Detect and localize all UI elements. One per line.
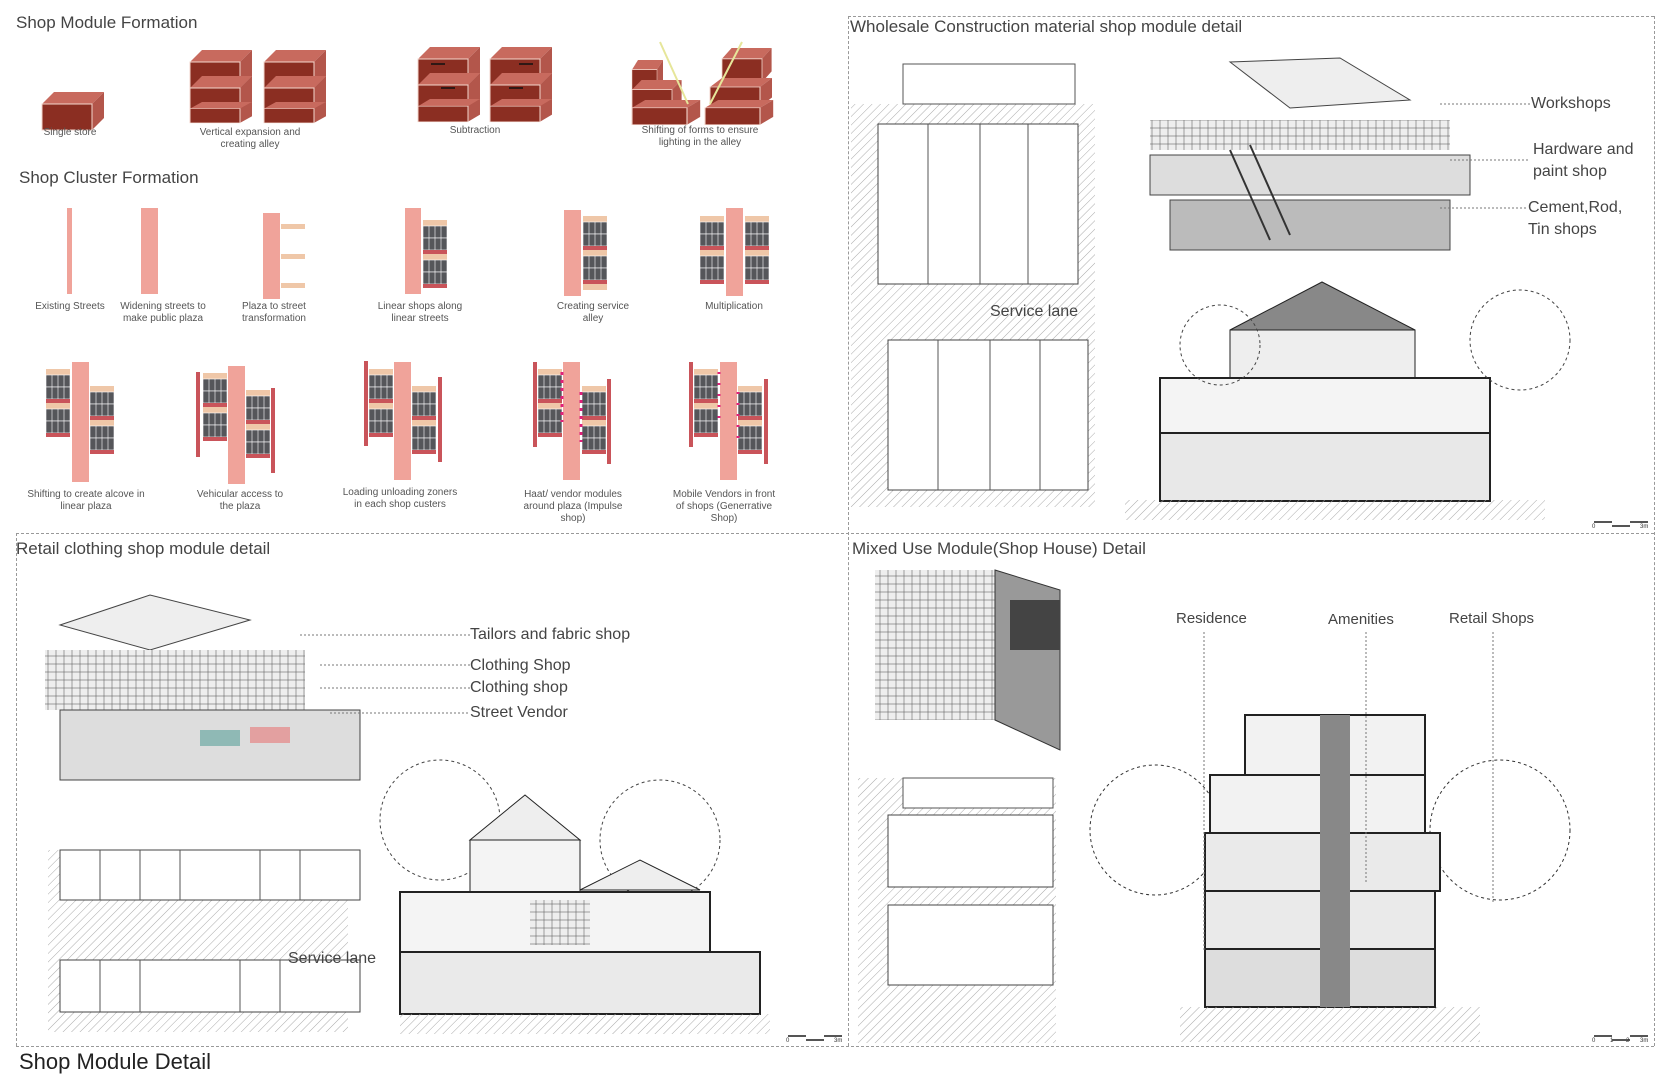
label-clothing-shop-1: Clothing Shop [470,657,571,674]
module-formation-drawings [41,41,774,131]
wholesale-service-lane-label: Service lane [990,303,1079,320]
mixed-section [1089,632,1571,1042]
caption-multiplication: Multiplication [705,301,763,312]
sheet-title: Shop Module Detail [19,1049,212,1074]
caption-widening-streets: Widening streets to make public plaza [120,301,206,324]
frame-bottom [16,1046,1654,1047]
vertical-expansion-blocks [189,49,327,124]
scale-mark: 3m [1640,1038,1649,1044]
caption-loading-zones: Loading unloading zoners in each shop cu… [342,487,458,510]
caption-vertical-expansion: Vertical expansion and creating alley [199,127,301,150]
retail-drawings [45,594,770,1034]
caption-alcove: Shifting to create alcove in linear plaz… [27,489,145,512]
wholesale-section [1125,281,1571,520]
label-street-vendor: Street Vendor [470,704,568,721]
label-clothing-shop-2: Clothing shop [470,679,568,696]
caption-haat-vendor: Haat/ vendor modules around plaza (Impul… [523,489,623,524]
label-workshops: Workshops [1531,95,1611,112]
retail-plan [48,849,361,1032]
scale-bar-wholesale: 0 3m [1592,518,1652,530]
loading-cluster [364,361,442,480]
mixed-drawings [858,569,1571,1043]
scale-mark: 0 [1592,524,1596,530]
linear-shops [405,208,448,294]
retail-title: Retail clothing shop module detail [16,539,271,558]
frame-center-divider [848,16,849,1046]
caption-plaza-transformation: Plaza to street transformation [242,301,306,324]
label-retail-shops: Retail Shops [1449,610,1535,627]
cluster-formation-title: Shop Cluster Formation [19,168,199,187]
frame-middle-divider [16,533,1654,534]
scale-bar-retail: 0 3m [786,1032,846,1044]
subtraction-blocks [417,46,553,123]
retail-axonometric [45,594,470,781]
label-hardware-paint: Hardware and paint shop [1533,141,1634,180]
frame-top-right [848,16,1654,17]
label-cement-rod-tin: Cement,Rod, Tin shops [1528,199,1623,238]
label-tailors-fabric: Tailors and fabric shop [470,626,631,643]
caption-service-alley: Creating service alley [556,301,630,324]
single-store-block [41,91,105,131]
cluster-formation-drawings [45,208,770,484]
label-residence: Residence [1176,610,1247,627]
vehicular-cluster [196,366,275,484]
scale-mark: 1 [1610,1038,1614,1044]
mobile-vendor-cluster [689,362,768,480]
wholesale-drawings [851,57,1571,520]
multiplication [699,208,770,296]
module-formation-title: Shop Module Formation [16,13,198,32]
label-amenities: Amenities [1328,611,1394,628]
alcove-cluster [45,362,115,482]
scale-mark: 0 [786,1038,790,1044]
caption-vehicular-access: Vehicular access to the plaza [196,489,284,512]
street-existing [67,208,72,294]
caption-mobile-vendors: Mobile Vendors in front of shops (Generr… [672,489,776,524]
caption-single-store: Single store [43,127,97,138]
retail-section [379,759,770,1034]
haat-cluster [533,362,611,480]
scale-mark: 3m [834,1038,843,1044]
scale-bar-mixed: 0 1 2 3m [1592,1032,1652,1044]
scale-mark: 0 [1592,1038,1596,1044]
scale-mark: 2 [1626,1038,1630,1044]
mixed-axonometric [875,569,1061,751]
caption-linear-shops: Linear shops along linear streets [377,301,463,324]
shifting-blocks [631,41,774,126]
frame-right-edge [1654,16,1655,1046]
frame-left-edge [16,533,17,1046]
caption-subtraction: Subtraction [449,125,501,136]
wholesale-plan [851,63,1095,507]
plaza-transformation [263,213,305,299]
caption-shifting: Shifting of forms to ensure lighting in … [641,125,759,148]
street-widened [141,208,158,294]
service-alley [564,210,608,296]
retail-service-lane-label: Service lane [288,950,377,967]
caption-existing-streets: Existing Streets [35,301,105,312]
mixed-plan [858,777,1056,1043]
wholesale-title: Wholesale Construction material shop mod… [850,17,1243,36]
mixed-title: Mixed Use Module(Shop House) Detail [852,539,1146,558]
wholesale-axonometric [1149,57,1530,251]
scale-mark: 3m [1640,524,1649,530]
